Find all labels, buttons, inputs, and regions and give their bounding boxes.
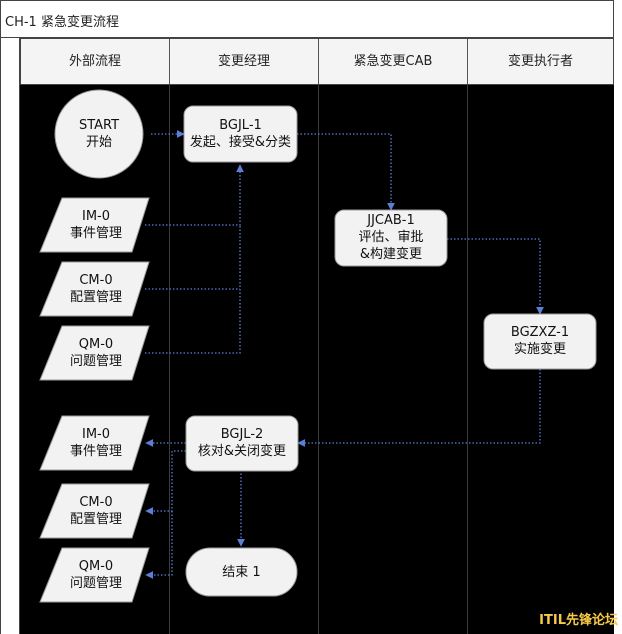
lane-divider [467,85,468,634]
qm0b-data-shape [39,547,150,603]
im0a-data-shape [39,197,150,253]
lane-header-row: 外部流程 变更经理 紧急变更CAB 变更执行者 [20,38,614,85]
cm0a-data-shape [39,261,150,317]
jjcab1-node-shape [334,209,448,267]
lane-divider [318,85,319,634]
lane-header-implementer: 变更执行者 [507,54,573,69]
end-node-shape [185,547,298,597]
connector-bgjl1-to-jjcab1 [297,133,395,211]
cm0b-data-shape [39,483,150,539]
lane-header-change-manager: 变更经理 [170,39,319,84]
im0b-data-shape [39,415,150,471]
connector-jjcab1-to-bgzxz1 [447,238,544,315]
connector-qm-to-bgjl1 [145,225,241,354]
start-node-shape [54,89,144,179]
connector-bgzxz1-to-bgjl2 [297,369,541,447]
bgjl1-node-shape [183,105,298,163]
diagram-title: CH-1 紧急变更流程 [5,15,119,30]
connector-im-to-bgjl1 [145,164,244,226]
pool-left-strip [0,38,20,634]
lane-header-cab: 紧急变更CAB [319,39,468,84]
qm0a-data-shape [39,325,150,381]
connector-bgjl2-to-qm [145,511,173,579]
connector-bgjl2-to-cm [145,450,186,515]
bgzxz1-node-shape [483,313,597,370]
lane-divider [169,85,170,634]
lane-header-external: 外部流程 [21,39,170,84]
diagram-title-bar: CH-1 紧急变更流程 [0,0,614,38]
watermark-logo: ITIL先锋论坛 [539,613,618,628]
bgjl2-node-shape [185,415,299,472]
